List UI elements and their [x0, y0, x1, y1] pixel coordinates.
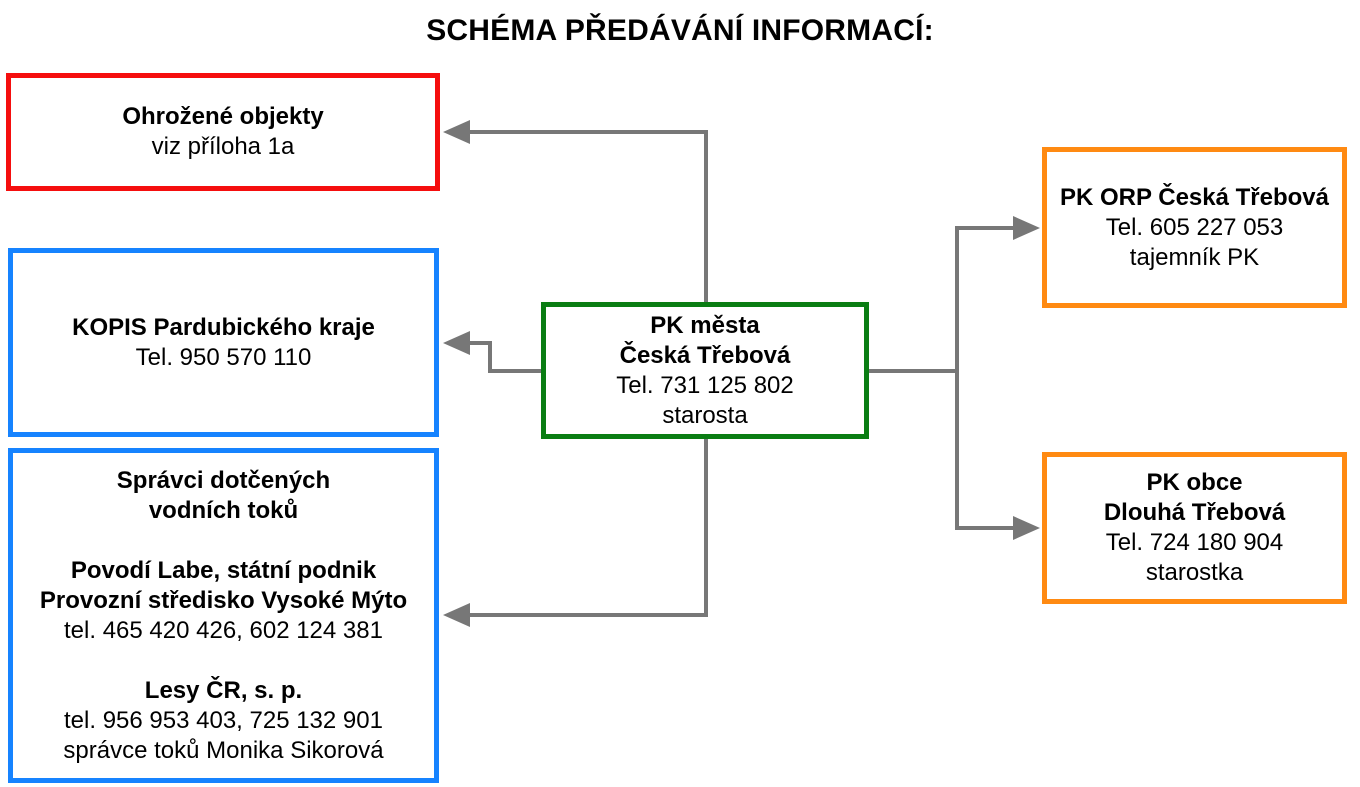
- center-phone: Tel. 731 125 802: [616, 371, 794, 399]
- managers-heading-line2: vodních toků: [148, 496, 299, 524]
- org1-name-line2: Provozní středisko Vysoké Mýto: [39, 586, 408, 614]
- dlouha-trebova-box: PK obce Dlouhá Třebová Tel. 724 180 904 …: [1042, 452, 1347, 604]
- connector-to-kopis: [468, 341, 541, 373]
- dlouha-line1: PK obce: [1146, 469, 1243, 496]
- threatened-heading: Ohrožené objekty: [122, 103, 324, 130]
- kopis-phone: Tel. 950 570 110: [135, 343, 312, 371]
- connector-to-managers: [468, 439, 708, 617]
- arrowhead-dlouha: [1013, 516, 1040, 540]
- water-managers-box: Správci dotčených vodních toků Povodí La…: [8, 448, 439, 783]
- center-role: starosta: [662, 401, 748, 429]
- kopis-heading: KOPIS Pardubického kraje: [72, 313, 375, 341]
- threatened-line: viz příloha 1a: [151, 133, 295, 160]
- center-box: PK města Česká Třebová Tel. 731 125 802 …: [541, 302, 869, 439]
- org1-phone: tel. 465 420 426, 602 124 381: [64, 616, 383, 644]
- diagram-title: SCHÉMA PŘEDÁVÁNÍ INFORMACÍ:: [426, 14, 934, 47]
- dlouha-role: starostka: [1145, 559, 1244, 586]
- dlouha-phone: Tel. 724 180 904: [1105, 529, 1284, 556]
- orp-heading: PK ORP Česká Třebová: [1059, 183, 1329, 211]
- org2-name: Lesy ČR, s. p.: [144, 676, 303, 704]
- orp-role: tajemník PK: [1129, 243, 1260, 271]
- arrowhead-managers: [443, 603, 470, 627]
- dlouha-line2: Dlouhá Třebová: [1103, 499, 1286, 526]
- kopis-box: KOPIS Pardubického kraje Tel. 950 570 11…: [8, 248, 439, 437]
- connector-to-threatened: [468, 130, 708, 302]
- arrowhead-threatened: [443, 120, 470, 144]
- center-line1: PK města: [650, 311, 760, 339]
- org2-contact: správce toků Monika Sikorová: [63, 736, 384, 764]
- orp-phone: Tel. 605 227 053: [1105, 213, 1284, 241]
- orp-box: PK ORP Česká Třebová Tel. 605 227 053 ta…: [1042, 147, 1347, 308]
- org2-phone: tel. 956 953 403, 725 132 901: [64, 706, 383, 734]
- arrowhead-kopis: [443, 331, 470, 355]
- managers-heading-line1: Správci dotčených: [116, 466, 331, 494]
- center-line2: Česká Třebová: [619, 341, 791, 369]
- org1-name-line1: Povodí Labe, státní podnik: [70, 556, 377, 584]
- threatened-objects-box: Ohrožené objekty viz příloha 1a: [6, 73, 440, 191]
- connector-to-right-branch: [869, 226, 1014, 530]
- arrowhead-orp: [1013, 216, 1040, 240]
